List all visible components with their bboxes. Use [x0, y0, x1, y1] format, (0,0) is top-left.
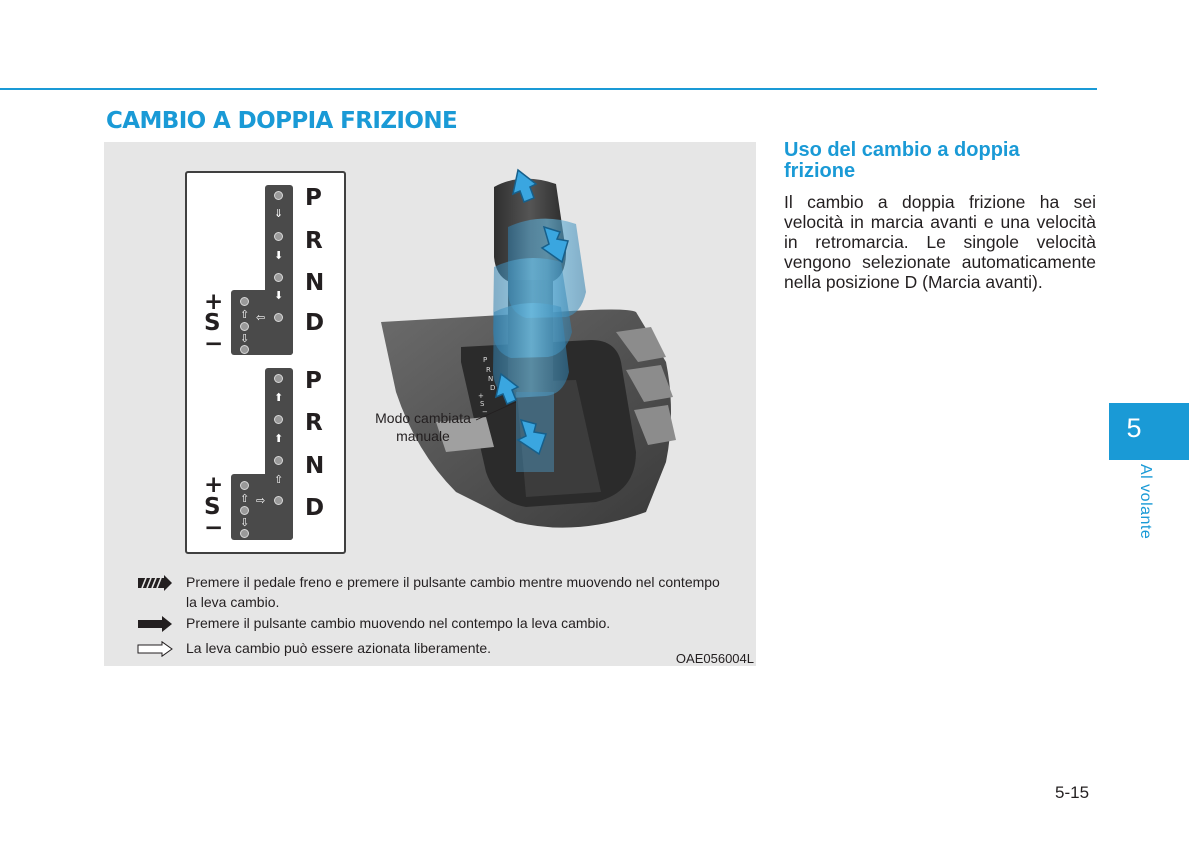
legend-item: Premere il pulsante cambio muovendo nel …	[136, 613, 736, 633]
solid-up-arrow-icon: ⬆	[274, 432, 284, 445]
gear-shifter-illustration: P R N D + S −	[381, 168, 676, 528]
svg-text:R: R	[486, 366, 491, 374]
svg-text:+: +	[478, 392, 484, 400]
outline-down-arrow-icon: ⇩	[240, 516, 250, 529]
solid-down-arrow-icon: ⬇	[274, 289, 284, 302]
up-arrow-icon	[494, 372, 520, 406]
manual-mode-callout: Modo cambiata manuale	[375, 410, 471, 444]
outline-left-arrow-icon: ⇦	[256, 311, 266, 324]
gate-dot	[274, 456, 283, 465]
gear-label-n: N	[305, 453, 325, 479]
gate-dot	[274, 273, 283, 282]
header-rule	[0, 88, 1097, 90]
shift-pattern-figure: ⇓ ⬇ ⬇ ⇦ ⇧ ⇩ P R N D + S − ⬆ ⬆	[104, 142, 756, 666]
gate-dot	[274, 415, 283, 424]
gate-dot	[274, 313, 283, 322]
hatched-arrow-icon	[138, 575, 172, 591]
solid-up-arrow-icon: ⬆	[274, 391, 284, 404]
svg-text:S: S	[480, 400, 485, 408]
gate-dot	[240, 481, 249, 490]
page-number: 5-15	[1055, 783, 1090, 802]
svg-text:−: −	[482, 408, 488, 416]
outline-arrow-icon	[137, 641, 173, 657]
solid-arrow-icon	[138, 616, 172, 632]
svg-text:N: N	[488, 375, 493, 383]
up-arrow-icon	[511, 168, 538, 203]
svg-text:D: D	[490, 384, 495, 392]
section-title: CAMBIO A DOPPIA FRIZIONE	[106, 108, 458, 134]
chapter-tab: 5	[1109, 403, 1189, 460]
callout-line	[475, 401, 517, 421]
s-label: S	[204, 310, 221, 336]
plus-label: +	[204, 289, 224, 315]
side-ribs	[436, 327, 676, 452]
gate-upper: ⇓ ⬇ ⬇ ⇦ ⇧ ⇩ P R N D + S −	[187, 185, 344, 365]
gate-dot	[274, 191, 283, 200]
hatched-down-arrow-icon: ⇓	[274, 207, 284, 220]
plus-label: +	[204, 472, 224, 498]
svg-text:P: P	[483, 356, 487, 364]
gear-label-r: R	[305, 228, 323, 254]
gate-dot	[274, 374, 283, 383]
legend-text: Premere il pulsante cambio muovendo nel …	[186, 615, 611, 631]
solid-down-arrow-icon: ⬇	[274, 249, 284, 262]
s-label: S	[204, 494, 221, 520]
gate-dot	[240, 506, 249, 515]
down-arrow-icon	[516, 418, 548, 456]
gate-dot	[240, 529, 249, 538]
figure-code: OAE056004L	[675, 651, 754, 666]
gear-label-p: P	[305, 368, 322, 394]
chapter-number: 5	[1126, 413, 1142, 443]
outline-right-arrow-icon: ⇨	[256, 494, 266, 507]
minus-label: −	[204, 515, 224, 541]
outline-up-arrow-icon: ⇧	[274, 473, 284, 486]
gate-diagram: ⇓ ⬇ ⬇ ⇦ ⇧ ⇩ P R N D + S − ⬆ ⬆	[185, 171, 346, 554]
console-gear-labels: P R N D + S −	[478, 356, 495, 416]
body-paragraph: Il cambio a doppia frizione ha sei veloc…	[784, 192, 1096, 292]
shift-knob-ghost	[493, 303, 569, 398]
legend-item: La leva cambio può essere azionata liber…	[136, 638, 736, 658]
gate-lower: ⬆ ⬆ ⇧ ⇨ ⇧ ⇩ P R N D + S −	[187, 368, 344, 548]
gate-dot	[274, 232, 283, 241]
gate-dot	[240, 297, 249, 306]
legend-text: Premere il pedale freno e premere il pul…	[186, 574, 720, 610]
subheading: Uso del cambio a doppia frizione	[784, 139, 1020, 182]
minus-label: −	[204, 331, 224, 357]
outline-up-arrow-icon: ⇧	[240, 492, 250, 505]
gear-label-d: D	[305, 495, 325, 521]
gate-dot	[240, 322, 249, 331]
outline-up-arrow-icon: ⇧	[240, 308, 250, 321]
down-arrow-icon	[540, 225, 569, 264]
legend-text: La leva cambio può essere azionata liber…	[186, 640, 492, 656]
outline-down-arrow-icon: ⇩	[240, 332, 250, 345]
gate-dot	[240, 345, 249, 354]
gear-label-r: R	[305, 410, 323, 436]
gear-label-d: D	[305, 310, 325, 336]
chapter-title: Al volante	[1137, 464, 1154, 540]
gate-dot	[274, 496, 283, 505]
gear-label-p: P	[305, 185, 322, 211]
legend-item: Premere il pedale freno e premere il pul…	[136, 572, 736, 614]
gear-label-n: N	[305, 270, 325, 296]
